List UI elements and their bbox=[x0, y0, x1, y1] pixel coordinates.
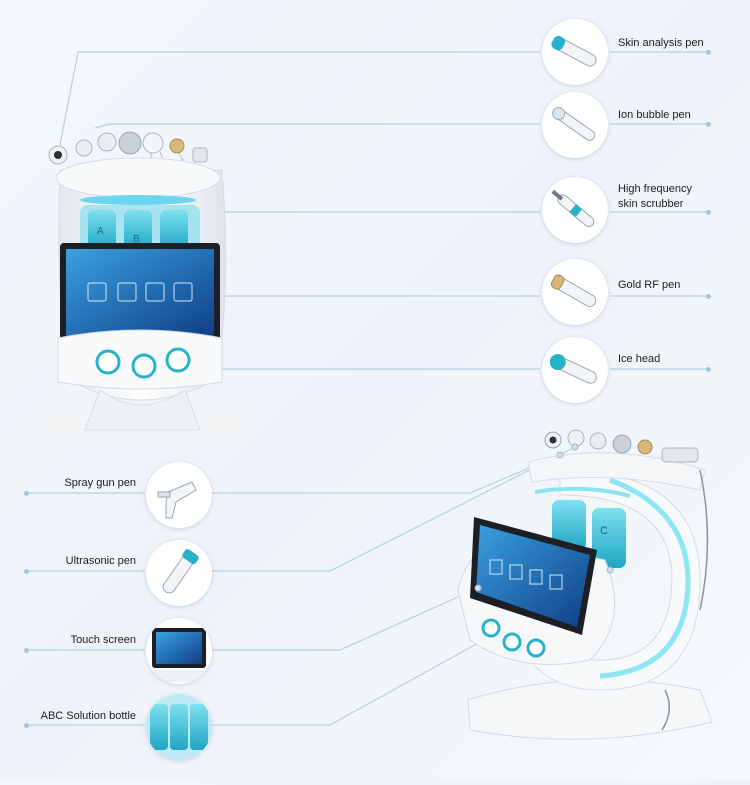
label-ultrasonic-pen: Ultrasonic pen bbox=[65, 555, 136, 567]
line-end-dot bbox=[24, 569, 29, 574]
line-end-dot bbox=[706, 122, 711, 127]
line-end-dot bbox=[24, 491, 29, 496]
label-skin-analysis-pen: Skin analysis pen bbox=[618, 37, 704, 49]
spray-gun-pen-thumbnail bbox=[146, 462, 212, 528]
label-high-frequency-skin-scrubber: High frequency skin scrubber bbox=[618, 183, 692, 210]
abc-bottle-icon bbox=[146, 694, 212, 760]
gold-rf-pen-thumbnail bbox=[542, 259, 608, 325]
label-touch-screen: Touch screen bbox=[70, 634, 136, 646]
ion-bubble-pen-thumbnail bbox=[542, 92, 608, 158]
anchor-dots bbox=[474, 443, 614, 592]
touch-screen-thumbnail bbox=[146, 618, 212, 684]
device-front-view: A B bbox=[48, 131, 243, 438]
ultrasonic-pen-icon bbox=[162, 549, 199, 594]
line-end-dot bbox=[706, 210, 711, 215]
label-ice-head: Ice head bbox=[618, 353, 661, 365]
ion-bubble-pen-icon bbox=[552, 107, 596, 141]
scrubber-icon bbox=[551, 189, 595, 228]
skin-analysis-pen-icon bbox=[551, 35, 597, 67]
spray-gun-pen-icon bbox=[157, 481, 197, 519]
guide-line-skin-analysis bbox=[59, 51, 540, 146]
line-end-dot bbox=[24, 648, 29, 653]
bottle-a-letter: A bbox=[97, 226, 104, 237]
line-end-dot bbox=[706, 294, 711, 299]
ice-head-icon bbox=[549, 353, 597, 384]
ultrasonic-pen-thumbnail bbox=[146, 540, 212, 606]
high-frequency-skin-scrubber-thumbnail bbox=[542, 177, 608, 243]
line-end-dot bbox=[706, 50, 711, 55]
abc-solution-bottle-thumbnail bbox=[146, 694, 212, 760]
guide-line-scrubber bbox=[177, 151, 540, 213]
line-end-dot bbox=[706, 367, 711, 372]
device-angled-view: C bbox=[457, 429, 713, 740]
guide-line-touch-screen bbox=[212, 587, 479, 651]
label-gold-rf-pen: Gold RF pen bbox=[618, 279, 681, 291]
line-end-dot bbox=[24, 723, 29, 728]
skin-analysis-pen-thumbnail bbox=[542, 19, 608, 85]
label-spray-gun-pen: Spray gun pen bbox=[64, 477, 136, 489]
label-abc-solution-bottle: ABC Solution bottle bbox=[40, 710, 136, 722]
label-ion-bubble-pen: Ion bubble pen bbox=[618, 109, 691, 121]
guide-line-spray-gun bbox=[212, 454, 561, 494]
bottle-c-letter: C bbox=[600, 525, 608, 537]
gold-rf-pen-icon bbox=[550, 274, 597, 307]
bottle-b-letter: B bbox=[133, 234, 140, 245]
touch-screen-icon bbox=[152, 628, 206, 682]
guide-line-ion-bubble bbox=[94, 123, 540, 129]
ice-head-thumbnail bbox=[542, 337, 608, 403]
guide-line-ultrasonic bbox=[212, 446, 576, 572]
